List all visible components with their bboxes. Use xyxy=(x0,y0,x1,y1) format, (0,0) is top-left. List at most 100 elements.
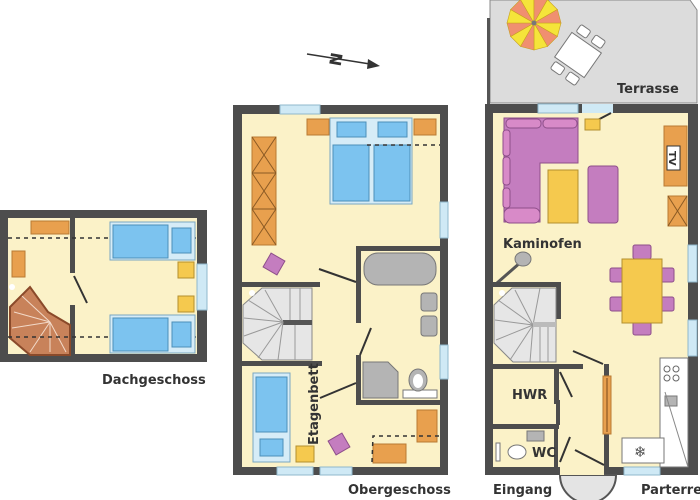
attic-bed xyxy=(109,221,196,261)
tv-icon xyxy=(666,145,681,171)
side-table xyxy=(584,118,601,131)
north-arrow: N xyxy=(306,51,380,69)
wc-label: WC xyxy=(532,446,556,461)
terrace-chair xyxy=(576,24,591,39)
parasol-pole xyxy=(531,20,537,26)
north-arrow-letter: N xyxy=(326,51,347,67)
upper-window xyxy=(319,466,353,476)
hall-door xyxy=(572,350,604,365)
bathtub xyxy=(363,252,437,286)
kids-desk xyxy=(372,443,407,464)
ground-cabinet xyxy=(667,195,688,227)
upper-window xyxy=(439,201,449,239)
snowflake-icon: ❄ xyxy=(634,443,647,461)
dining-table xyxy=(621,258,663,324)
hwr-wall xyxy=(554,364,559,404)
bathroom-door xyxy=(359,327,372,356)
bathroom-wall xyxy=(356,355,361,405)
attic-light xyxy=(9,284,15,290)
upper-roof-slope-line xyxy=(371,435,440,463)
attic-shelf xyxy=(11,250,26,278)
bunk-bed-label: Etagenbett xyxy=(307,363,322,445)
upper-window xyxy=(279,104,321,115)
bedroom-door xyxy=(318,268,357,283)
wc-toilet-tank xyxy=(495,442,501,462)
stove-label: Kaminofen xyxy=(503,237,582,252)
wc-wall xyxy=(493,424,559,429)
upper-wardrobe xyxy=(251,136,277,246)
wc-sink xyxy=(526,430,545,442)
bathroom-wall xyxy=(356,400,440,405)
bathroom-wall xyxy=(356,246,440,251)
stove-icon xyxy=(663,365,680,382)
kitchen-sink xyxy=(664,395,678,407)
attic-staircase xyxy=(9,285,71,356)
wc-door xyxy=(559,436,571,463)
entrance-step xyxy=(558,474,618,500)
stair-wall xyxy=(556,282,561,319)
bathroom-wall xyxy=(356,246,361,323)
ottoman xyxy=(547,169,579,224)
ground-window xyxy=(687,244,698,283)
attic-partition xyxy=(70,305,75,354)
floor-attic: Dachgeschoss xyxy=(0,210,208,388)
terrace-table xyxy=(553,31,603,79)
kids-room-door xyxy=(319,382,357,399)
attic-nightstand xyxy=(177,295,195,313)
north-arrow-head-icon xyxy=(367,59,380,69)
upper-staircase xyxy=(242,287,313,361)
corner-sofa xyxy=(502,117,579,224)
upper-window xyxy=(439,344,449,380)
kids-stool xyxy=(295,445,315,463)
parasol-wedge xyxy=(532,9,562,24)
attic-partition xyxy=(70,218,75,273)
terrace-chair xyxy=(565,71,580,86)
sink xyxy=(420,315,438,337)
stair-wall xyxy=(242,361,322,366)
ground-staircase xyxy=(493,287,557,363)
entrance-opening[interactable] xyxy=(560,467,604,475)
upper-floor-label: Obergeschoss xyxy=(348,483,451,498)
upper-nightstand xyxy=(413,118,437,136)
attic-bed xyxy=(109,314,196,354)
utility-room-label: HWR xyxy=(512,388,547,403)
parasol-icon xyxy=(506,0,562,51)
terrace-chair xyxy=(591,34,606,49)
kids-cushion xyxy=(327,432,351,456)
terrace-chair xyxy=(550,61,565,76)
fireplace-stove-icon xyxy=(514,251,532,267)
bunk-bed xyxy=(252,372,291,463)
wc-toilet xyxy=(507,444,527,460)
upper-window xyxy=(276,466,314,476)
upper-cushion xyxy=(262,252,286,276)
hall-wall xyxy=(493,364,583,369)
north-arrow-line xyxy=(306,53,371,65)
attic-door xyxy=(73,275,88,304)
shower xyxy=(362,361,399,399)
wc-wall xyxy=(554,429,558,469)
attic-cabinet xyxy=(30,220,70,235)
ground-window xyxy=(623,466,661,476)
fridge xyxy=(621,437,665,464)
entrance-door xyxy=(574,449,605,466)
upper-double-bed xyxy=(329,117,413,205)
attic-window xyxy=(196,263,208,311)
terrace-door[interactable] xyxy=(582,104,613,113)
hwr-door xyxy=(559,371,573,398)
attic-nightstand xyxy=(177,261,195,279)
attic-floor-label: Dachgeschoss xyxy=(102,373,206,388)
stair-wall xyxy=(242,282,320,287)
stair-wall xyxy=(493,282,561,287)
terrace-table-set xyxy=(550,24,606,86)
kids-shelf xyxy=(416,409,438,443)
floor-ground: TV Kaminofen xyxy=(485,103,700,500)
dining-set xyxy=(609,244,675,336)
stove-pipe xyxy=(496,260,522,285)
sink xyxy=(420,292,438,312)
ground-floor-label: Parterre xyxy=(641,483,700,498)
terrace: Terrasse xyxy=(487,0,698,104)
entrance-label: Eingang xyxy=(493,483,552,498)
upper-nightstand xyxy=(306,118,330,136)
terrace-edge xyxy=(487,18,490,104)
